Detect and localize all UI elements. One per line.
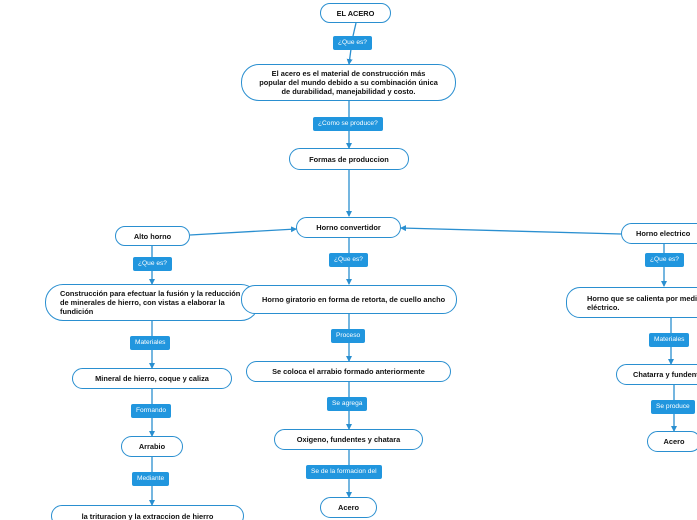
label-que-es-right: ¿Que es? [645,253,684,267]
link-root-queEs [352,22,357,37]
label-que-es-root: ¿Que es? [333,36,372,50]
link-electrico-convertidor [400,225,622,235]
node-coloca-arrabio[interactable]: Se coloca el arrabio formado anteriormen… [246,361,451,382]
link-queEs-definition [346,48,353,65]
node-horno-electrico[interactable]: Horno electrico [621,223,697,244]
node-oxigeno[interactable]: Oxigeno, fundentes y chatara [274,429,423,450]
node-acero-right[interactable]: Acero [647,431,697,452]
node-formas-produccion[interactable]: Formas de produccion [289,148,409,170]
link-alto-convertidor [189,226,297,236]
node-mineral[interactable]: Mineral de hierro, coque y caliza [72,368,232,389]
label-que-es-center: ¿Que es? [329,253,368,267]
node-alto-horno[interactable]: Alto horno [115,226,190,246]
label-que-es-alto: ¿Que es? [133,257,172,271]
label-formacion: Se de la formacion del [306,465,382,479]
node-chatarra[interactable]: Chatarra y fundentes [616,364,697,385]
node-horno-giratorio[interactable]: Horno giratorio en forma de retorta, de … [241,285,457,314]
node-horno-convertidor[interactable]: Horno convertidor [296,217,401,238]
label-proceso: Proceso [331,329,366,343]
label-como-se-produce: ¿Como se produce? [313,117,383,131]
label-materiales-right: Materiales [649,333,690,347]
node-arrabio[interactable]: Arrabio [121,436,183,457]
label-se-produce: Se produce [651,400,695,414]
node-acero-center[interactable]: Acero [320,497,377,518]
node-definition[interactable]: El acero es el material de construcción … [241,64,456,101]
label-formando: Formando [131,404,172,418]
label-se-agrega: Se agrega [327,397,368,411]
node-alto-horno-desc[interactable]: Construcción para efectuar la fusión y l… [45,284,259,321]
node-el-acero[interactable]: EL ACERO [320,3,391,23]
label-mediante: Mediante [132,472,170,486]
node-trituracion[interactable]: la trituracion y la extraccion de hierro [51,505,244,520]
node-electrico-desc[interactable]: Horno que se calienta por medio eléctric… [566,287,697,318]
label-materiales-left: Materiales [130,336,171,350]
